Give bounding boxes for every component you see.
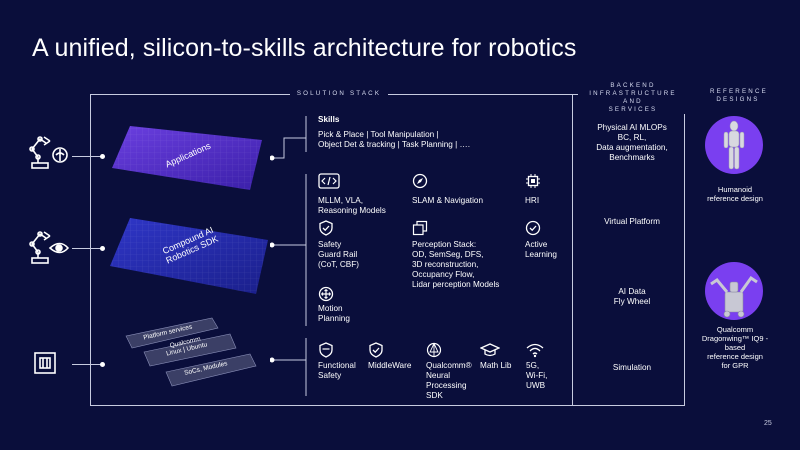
- code-icon: [318, 173, 340, 189]
- skills-line1: Pick & Place | Tool Manipulation |: [318, 130, 439, 139]
- gpr-label: Qualcomm Dragonwing™ IQ9 - based referen…: [701, 325, 769, 370]
- skills-title: Skills: [318, 115, 340, 124]
- backend-data-flywheel: AI Data Fly Wheel: [613, 287, 651, 306]
- socs-slab: [165, 353, 257, 387]
- math-lib-label: Math Lib: [480, 361, 512, 370]
- slide-title: A unified, silicon-to-skills architectur…: [32, 34, 577, 62]
- safety-label: Safety Guard Rail (CoT, CBF): [318, 240, 359, 269]
- slam-label: SLAM & Navigation: [412, 196, 483, 205]
- chip-icon: [34, 352, 56, 374]
- chip-hri-icon: [526, 174, 540, 188]
- layers-icon: [412, 220, 428, 236]
- shield-check-small-icon: [369, 342, 383, 358]
- fiveg-label: 5G, Wi-Fi, UWB: [526, 361, 548, 390]
- connector-sdk: [72, 248, 102, 249]
- hri-label: HRI: [525, 196, 540, 205]
- connector-platform: [72, 364, 102, 365]
- backend-virtual-platform: Virtual Platform: [604, 217, 660, 226]
- platform-services-slab: [125, 317, 219, 349]
- compass-icon: [412, 173, 428, 189]
- motion-planning-label: Motion Planning: [318, 304, 350, 323]
- wifi-icon: [526, 343, 544, 358]
- perception-label: Perception Stack: OD, SemSeg, DFS, 3D re…: [412, 240, 500, 289]
- graduation-cap-icon: [480, 343, 500, 357]
- connector-dot: [100, 362, 105, 367]
- mllm-label: MLLM, VLA, Reasoning Models: [318, 196, 386, 215]
- connector-dot: [100, 154, 105, 159]
- page-number: 25: [764, 420, 772, 427]
- backend-simulation: Simulation: [612, 363, 652, 372]
- robot-arm-eye-icon: [29, 231, 70, 264]
- qualcomm-npsdk-label: Qualcomm® Neural Processing SDK: [426, 361, 472, 400]
- gpr-robot-image: [705, 262, 763, 320]
- backend-divider: [572, 94, 573, 405]
- active-learning-label: Active Learning: [525, 240, 557, 259]
- stack-planes: [110, 126, 268, 387]
- connector-applications: [72, 156, 102, 157]
- connector-dot: [100, 246, 105, 251]
- plane-connectors: [270, 116, 307, 396]
- skills-line2: Object Det & tracking | Task Planning | …: [318, 140, 470, 149]
- robot-arm-brain-icon: [29, 136, 68, 169]
- move-icon: [318, 286, 334, 302]
- target-icon: [525, 220, 541, 236]
- middleware-label: MiddleWare: [368, 361, 412, 370]
- shield-check-icon: [319, 220, 333, 236]
- backend-header: BACKEND INFRASTRUCTURE AND SERVICES: [578, 82, 688, 114]
- humanoid-label: Humanoid reference design: [707, 185, 763, 203]
- reference-designs-header: REFERENCE DESIGNS: [706, 88, 770, 104]
- linux-slab: [143, 333, 237, 367]
- backend-mlops: Physical AI MLOPs BC, RL, Data augmentat…: [596, 123, 668, 162]
- solution-stack-header: SOLUTION STACK: [290, 90, 388, 98]
- functional-safety-label: Functional Safety: [318, 361, 356, 380]
- shield-icon: [319, 342, 333, 358]
- neural-network-icon: [426, 342, 442, 358]
- humanoid-image: [705, 116, 763, 174]
